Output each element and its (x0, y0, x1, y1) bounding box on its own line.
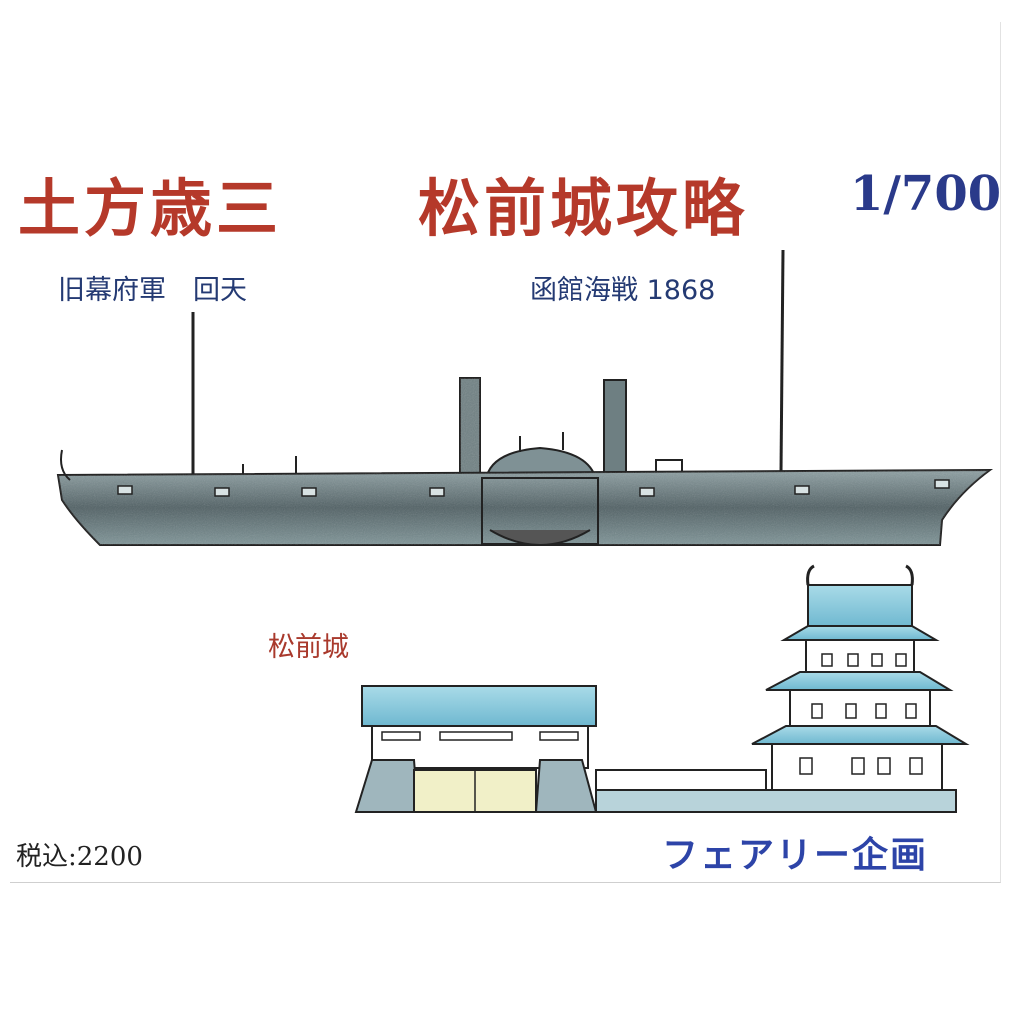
ship-kaiten-drawing (56, 249, 994, 546)
scale-label: 1/700 (850, 166, 1002, 222)
maker-label: フェアリー企画 (662, 835, 929, 876)
main-mast (779, 249, 785, 473)
paddle-wheel (489, 529, 591, 546)
castle-gate (354, 685, 598, 813)
ship-name-label: 旧幕府軍 回天 (58, 275, 247, 306)
matsumae-castle-drawing (354, 564, 970, 813)
title-hijikata: 土方歳三 (18, 172, 283, 245)
title-matsumae-capture: 松前城攻略 (418, 172, 749, 245)
castle-label: 松前城 (268, 632, 349, 663)
price-label: 税込:2200 (16, 842, 143, 872)
battle-label: 函館海戦 1868 (530, 275, 716, 306)
castle-keep (751, 564, 970, 791)
funnel-aft (603, 379, 627, 481)
